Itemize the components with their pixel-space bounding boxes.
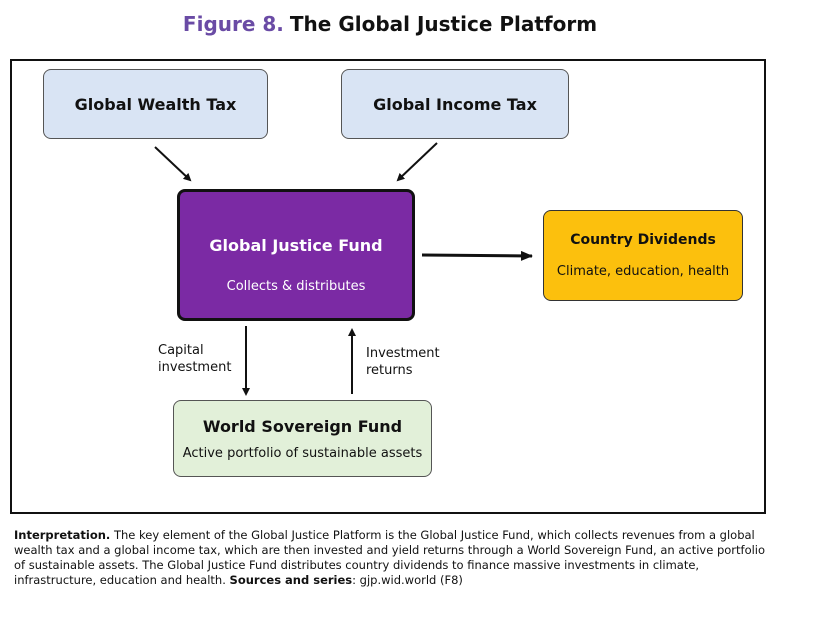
investment-returns-line1: Investment — [366, 346, 440, 361]
interpretation-text: The key element of the Global Justice Pl… — [14, 528, 766, 587]
investment-returns-line2: returns — [366, 363, 413, 378]
country-dividends-label: Country Dividends — [570, 232, 716, 248]
sources-label: Sources and series — [229, 573, 353, 587]
capital-investment-label: Capital investment — [158, 342, 278, 376]
country-dividends-sublabel: Climate, education, health — [556, 264, 730, 279]
figure-caption: Interpretation. The key element of the G… — [14, 528, 769, 588]
global-income-tax-box: Global Income Tax — [341, 69, 569, 139]
figure-number: Figure 8. — [182, 12, 284, 36]
figure-title: Figure 8.The Global Justice Platform — [0, 12, 780, 36]
arrow-income-to-fund — [396, 142, 438, 182]
interpretation-label: Interpretation. — [14, 528, 111, 542]
global-income-tax-label: Global Income Tax — [373, 94, 537, 114]
global-justice-fund-sublabel: Collects & distributes — [226, 279, 366, 294]
global-justice-fund-box: Global Justice Fund Collects & distribut… — [177, 189, 415, 321]
world-sovereign-fund-sublabel: Active portfolio of sustainable assets — [182, 445, 423, 461]
figure-title-text: The Global Justice Platform — [289, 12, 598, 36]
world-sovereign-fund-label: World Sovereign Fund — [202, 416, 403, 436]
sources-text: : gjp.wid.world (F8) — [352, 573, 463, 587]
capital-investment-line2: investment — [158, 360, 232, 375]
diagram-frame — [10, 59, 766, 514]
global-wealth-tax-box: Global Wealth Tax — [43, 69, 268, 139]
global-wealth-tax-label: Global Wealth Tax — [74, 94, 237, 114]
capital-investment-line1: Capital — [158, 343, 204, 358]
investment-returns-label: Investment returns — [366, 345, 486, 379]
global-justice-fund-label: Global Justice Fund — [209, 236, 383, 255]
world-sovereign-fund-box: World Sovereign Fund Active portfolio of… — [173, 400, 432, 477]
arrow-fund-to-dividends — [421, 250, 533, 261]
arrow-wealth-to-fund — [154, 146, 192, 182]
country-dividends-box: Country Dividends Climate, education, he… — [543, 210, 743, 301]
